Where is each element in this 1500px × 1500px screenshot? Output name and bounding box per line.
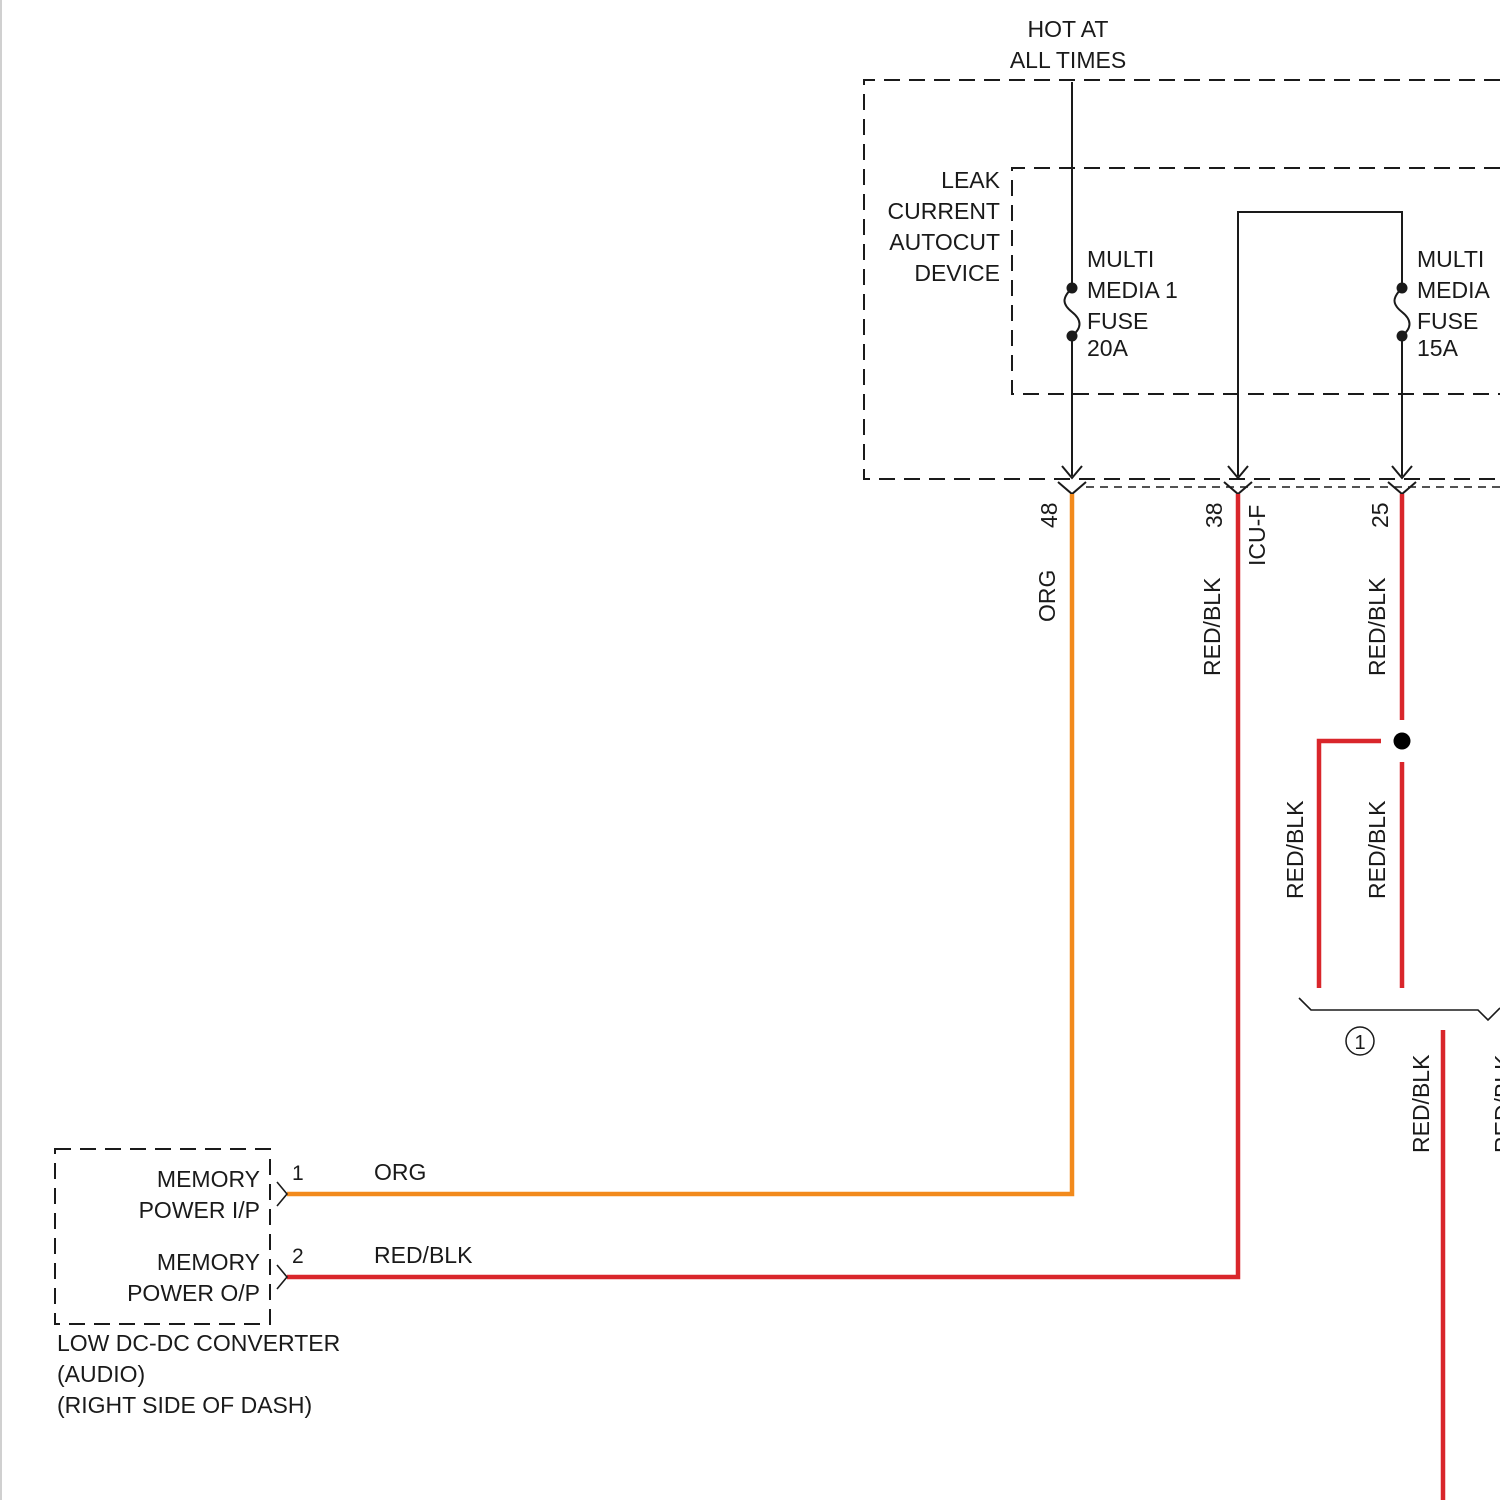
pin-25-connector-icon [1388,482,1416,494]
red-blk-lower-label-2: RED/BLK [1490,1054,1500,1153]
converter-name-line1: LOW DC-DC CONVERTER [57,1330,340,1356]
red-blk-wire-pin-38 [287,494,1238,1277]
fuse-1-label-line1: MULTI [1087,246,1154,272]
org-horizontal-label: ORG [374,1159,426,1185]
fuse-2-label-line2: MEDIA [1417,277,1491,303]
fuse-1-element-icon [1065,288,1080,336]
memory-power-out-label-line1: MEMORY [157,1249,260,1275]
fuse-1-label-line2: MEDIA 1 [1087,277,1178,303]
fuse-2-element-icon [1395,288,1410,336]
pin-48-label: 48 [1036,502,1062,528]
org-vertical-label: ORG [1034,570,1060,622]
power-source-line1: HOT AT [1028,16,1109,42]
icu-f-connector-label: ICU-F [1244,505,1270,566]
org-wire [287,494,1072,1194]
memory-power-in-label-line1: MEMORY [157,1166,260,1192]
pin-25-label: 25 [1367,502,1393,528]
fuse-2-label-line1: MULTI [1417,246,1484,272]
converter-name-line3: (RIGHT SIDE OF DASH) [57,1392,312,1418]
converter-pin-1-label: 1 [292,1162,304,1185]
splice-pack-bracket [1299,998,1500,1020]
splice-marker-number: 1 [1354,1032,1365,1054]
autocut-device-label-line2: CURRENT [888,198,1000,224]
red-blk-25-label: RED/BLK [1364,577,1390,676]
converter-name-line2: (AUDIO) [57,1361,145,1387]
fuse-1-label-line3: FUSE [1087,308,1148,334]
memory-power-in-label-line2: POWER I/P [139,1197,260,1223]
autocut-device-label-line1: LEAK [941,167,1000,193]
pin-38-label: 38 [1201,502,1227,528]
splice-point [1394,733,1411,750]
red-blk-lower-label-1: RED/BLK [1408,1054,1434,1153]
converter-pin-2-label: 2 [292,1245,304,1268]
autocut-device-label-line3: AUTOCUT [889,229,1000,255]
converter-pin-1-connector-icon [277,1182,287,1206]
internal-bus-line [1238,212,1402,476]
red-blk-branch-right-label: RED/BLK [1364,800,1390,899]
power-source-line2: ALL TIMES [1010,47,1126,73]
fuse-1-label-line4: 20A [1087,335,1129,361]
pin-38-connector-icon [1224,482,1252,494]
autocut-device-label-line4: DEVICE [914,260,1000,286]
fuse-2-label-line3: FUSE [1417,308,1478,334]
red-blk-branch-left-label: RED/BLK [1282,800,1308,899]
memory-power-out-label-line2: POWER O/P [127,1280,260,1306]
converter-pin-2-connector-icon [277,1265,287,1289]
pin-48-connector-icon [1058,482,1086,494]
red-blk-38-label: RED/BLK [1199,577,1225,676]
fuse-2-label-line4: 15A [1417,335,1459,361]
red-blk-horizontal-label: RED/BLK [374,1242,473,1268]
